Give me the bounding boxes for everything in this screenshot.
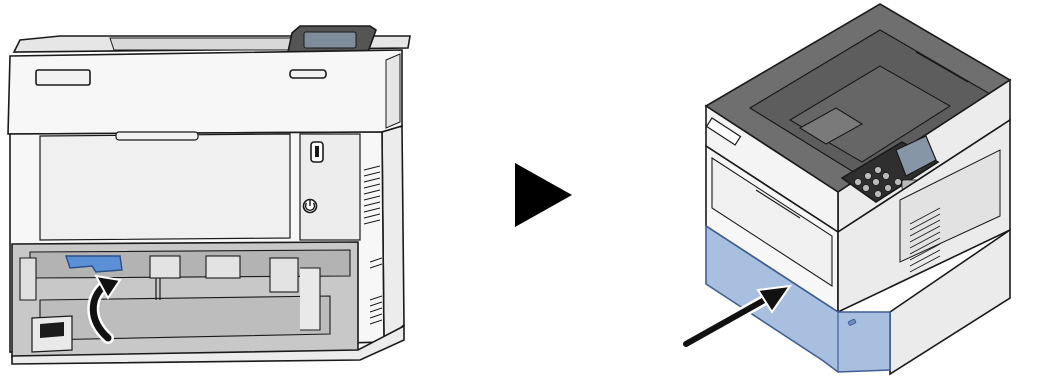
printer-indicator-slot	[290, 70, 326, 78]
printer-front-view	[8, 26, 410, 364]
printer-side-panel	[382, 126, 404, 342]
play-arrow-icon	[515, 163, 572, 227]
printer-isometric-view	[706, 4, 1010, 374]
printer-upper-body	[8, 50, 402, 134]
printer-label-slot	[36, 70, 90, 85]
